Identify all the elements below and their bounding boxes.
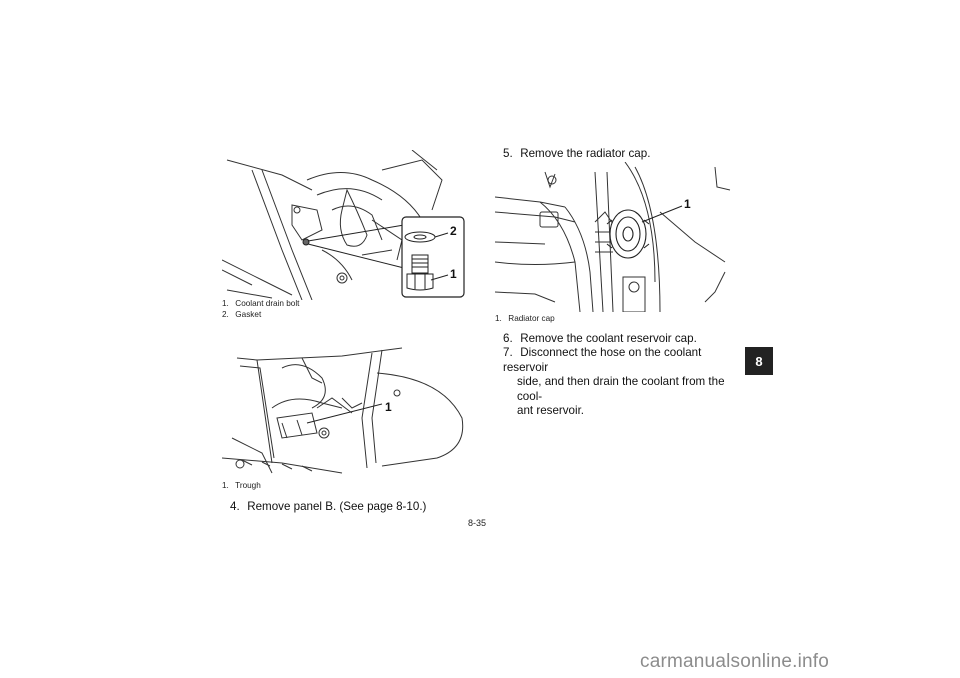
callout-drain-bolt: 1 [450,267,457,281]
figure-radiator-cap: 1 [495,162,745,312]
trough-illustration: 1 [222,347,464,474]
drain-bolt-illustration: 2 1 [222,150,465,300]
chapter-tab: 8 [745,347,773,375]
step-7: 7. Disconnect the hose on the coolant re… [503,346,743,419]
step-6: 6. Remove the coolant reservoir cap. [503,332,697,345]
step-7-line: side, and then drain the coolant from th… [517,375,725,403]
step-7-line: ant reservoir. [517,404,585,417]
figure-trough: 1 [222,338,472,478]
step-4: 4. Remove panel B. (See page 8-10.) [230,500,427,513]
caption-line: 2. Gasket [222,310,262,319]
radiator-cap-shape [606,209,650,259]
page-number: 8-35 [468,518,487,528]
caption-line: 1. Coolant drain bolt [222,299,300,308]
caption-line: 1. Radiator cap [495,314,555,323]
callout-radiator-cap: 1 [684,197,691,211]
caption-drain-bolt: 1. Coolant drain bolt 2. Gasket [222,298,299,320]
step-7-line: 7. Disconnect the hose on the coolant re… [503,346,702,374]
caption-radiator-cap: 1. Radiator cap [495,313,555,324]
callout-gasket: 2 [450,224,457,238]
watermark: carmanualsonline.info [640,651,830,672]
step-5: 5. Remove the radiator cap. [503,147,651,160]
radiator-cap-illustration: 1 [495,162,731,312]
callout-trough: 1 [385,400,392,414]
caption-line: 1. Trough [222,481,261,490]
caption-trough: 1. Trough [222,480,261,491]
figure-coolant-drain-bolt: 2 1 [222,150,472,300]
